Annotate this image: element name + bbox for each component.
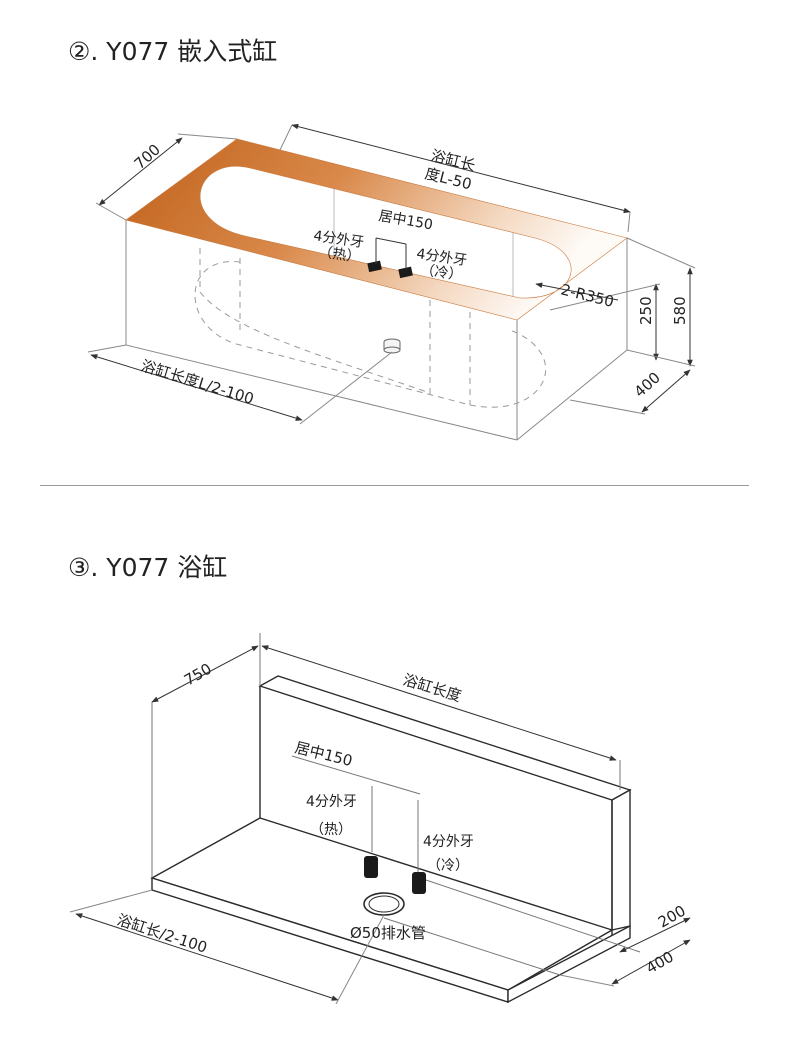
label-drain-position: 浴缸长/2-100: [115, 911, 210, 957]
label-depth-400: 400: [643, 948, 677, 978]
guide-lines: [151, 633, 641, 976]
label-cold-2: （冷）: [419, 262, 463, 284]
section-title-bathtub: ③. Y077 浴缸: [68, 553, 228, 582]
tub-hidden-edges: [194, 248, 547, 408]
drain-stub-icon: [383, 338, 401, 354]
label-cold-1: 4分外牙: [423, 834, 474, 850]
bathtub-install-drawing: 750 浴缸长度 居中150 4分外牙 （热） 4分外牙 （冷） Ø50排水管 …: [69, 633, 691, 1005]
label-length: 浴缸长度: [401, 671, 464, 706]
faucet-pipes-icon: [364, 856, 426, 894]
bathtub-install-diagram: 750 浴缸长度 居中150 4分外牙 （热） 4分外牙 （冷） Ø50排水管 …: [0, 610, 790, 1050]
section-title-embedded-tub: ②. Y077 嵌入式缸: [68, 37, 278, 66]
label-width-750: 750: [181, 660, 215, 690]
label-hot-1: 4分外牙: [306, 794, 357, 810]
label-cold-2: （冷）: [427, 858, 469, 874]
label-height-250: 250: [637, 296, 655, 325]
label-depth-400: 400: [631, 368, 664, 401]
dim-line-700: [98, 137, 183, 206]
center-dim-line: [375, 237, 407, 245]
dim-line-length: [291, 123, 631, 214]
dim-line-length: [261, 645, 617, 761]
label-hot-1: 4分外牙: [312, 228, 365, 251]
dim-line-drain-pos: [90, 354, 303, 421]
label-cold-1: 4分外牙: [415, 246, 468, 269]
dim-line-400: [611, 939, 691, 985]
embedded-tub-drawing: 700 浴缸长 度L-50 居中150 4分外牙 （热） 4分外牙 （冷） 2-…: [87, 123, 696, 441]
faucet-connectors-icon: [367, 260, 413, 279]
label-height-580: 580: [671, 296, 689, 325]
section-divider: [40, 485, 749, 486]
dim-line-400: [641, 369, 691, 413]
label-width-700: 700: [131, 140, 164, 173]
label-center-150: 居中150: [377, 208, 434, 233]
label-drain-position: 浴缸长度L/2-100: [139, 357, 256, 408]
dim-line-drain-pos: [75, 913, 339, 1001]
label-hot-2: （热）: [310, 822, 352, 838]
label-drain: Ø50排水管: [350, 924, 426, 942]
dim-line-750: [151, 645, 259, 703]
label-hot-2: （热）: [317, 244, 361, 266]
embedded-tub-diagram: 700 浴缸长 度L-50 居中150 4分外牙 （热） 4分外牙 （冷） 2-…: [0, 100, 790, 480]
label-radius: 2-R350: [559, 280, 616, 311]
